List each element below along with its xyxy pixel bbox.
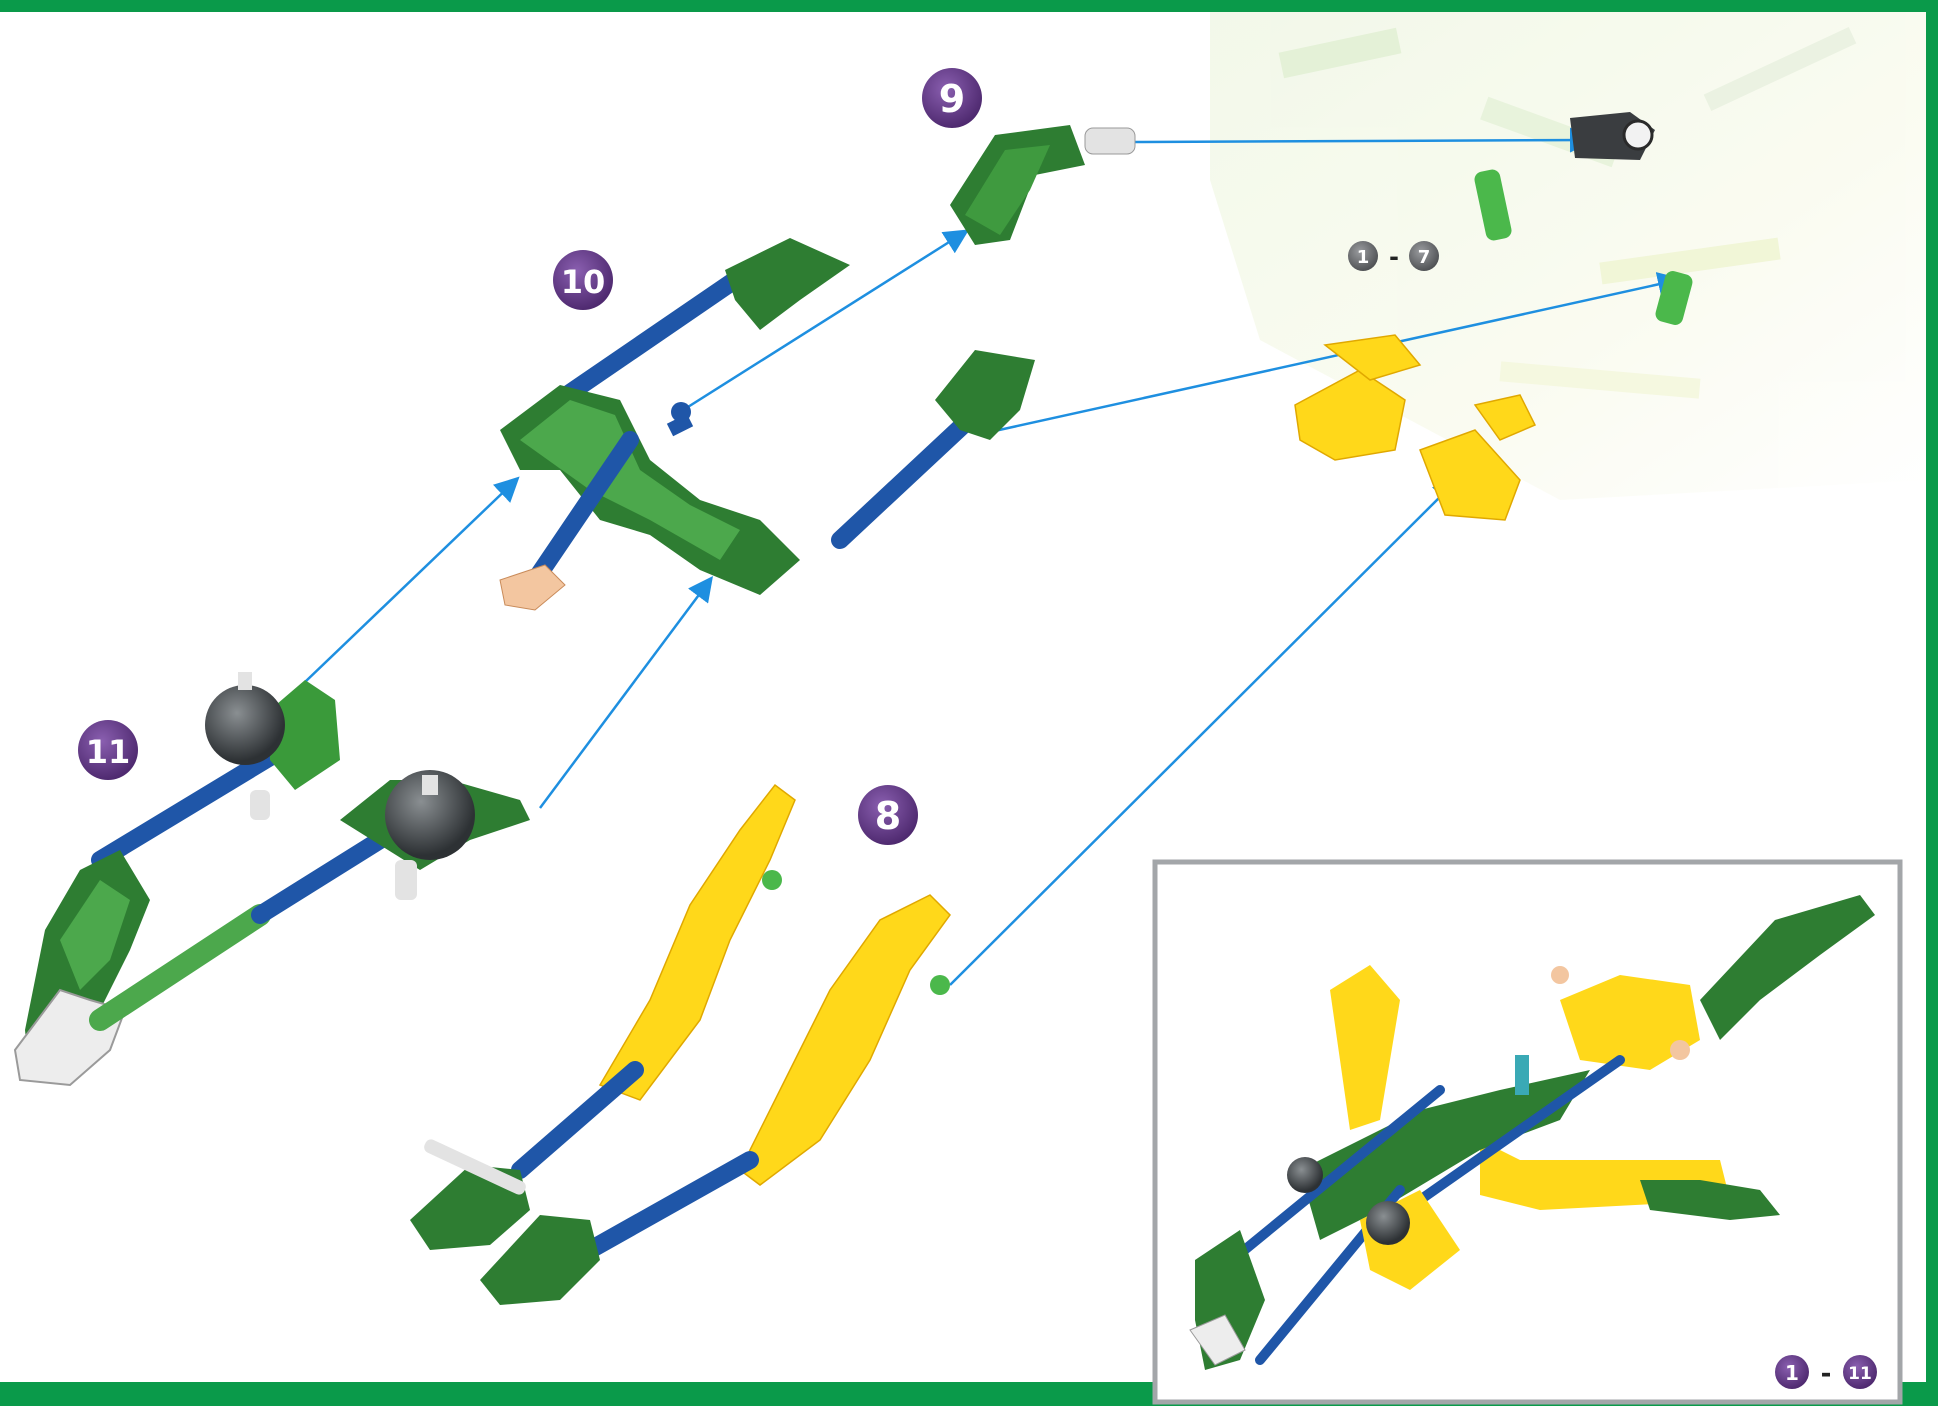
total-steps-range: 1 - 11 <box>1775 1355 1877 1389</box>
svg-text:8: 8 <box>875 794 901 838</box>
svg-text:9: 9 <box>939 77 965 121</box>
step-badge-11: 11 <box>78 720 138 780</box>
svg-text:7: 7 <box>1418 247 1431 268</box>
step-8-parts <box>410 785 950 1305</box>
completed-model-inset: 1 - 11 <box>1155 862 1900 1402</box>
step-badge-8: 8 <box>858 785 918 845</box>
svg-text:-: - <box>1821 1359 1832 1389</box>
svg-text:11: 11 <box>86 733 131 771</box>
svg-text:-: - <box>1389 243 1399 271</box>
step-badge-9: 9 <box>922 68 982 128</box>
step-badge-10: 10 <box>553 250 613 310</box>
svg-text:1: 1 <box>1357 247 1370 268</box>
previous-steps-range: 1 - 7 <box>1348 241 1439 271</box>
svg-text:1: 1 <box>1785 1361 1799 1385</box>
svg-text:11: 11 <box>1848 1364 1872 1384</box>
svg-text:10: 10 <box>561 263 606 301</box>
